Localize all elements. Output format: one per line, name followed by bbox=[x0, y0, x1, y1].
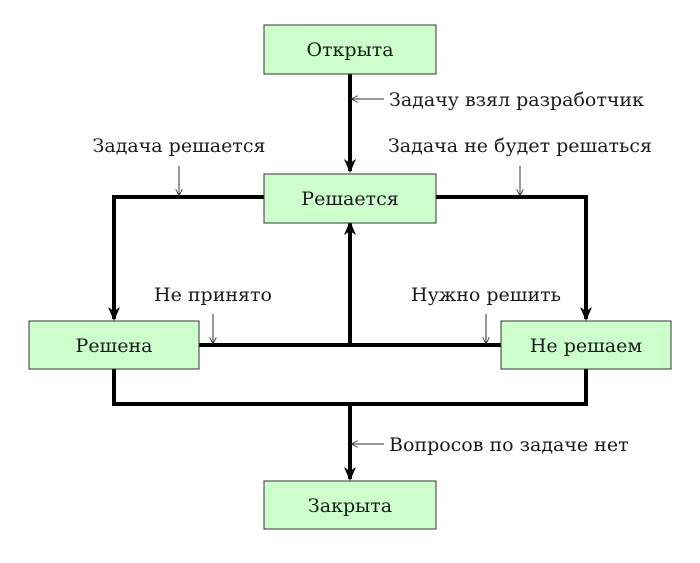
node-closed-box bbox=[263, 480, 437, 530]
edge-resolved-to-closed bbox=[112, 369, 588, 406]
edge-in-progress-to-wont-fix bbox=[436, 195, 592, 321]
node-in-progress: Решается bbox=[263, 173, 437, 224]
node-wont-fix: Не решаем bbox=[500, 320, 672, 370]
node-resolved-label: Решена bbox=[76, 335, 153, 357]
label-no-questions: Вопросов по задаче нет bbox=[389, 434, 629, 456]
node-open: Открыта bbox=[263, 24, 437, 75]
node-resolved: Решена bbox=[28, 320, 200, 370]
node-in-progress-box bbox=[263, 173, 437, 224]
node-open-label: Открыта bbox=[306, 39, 393, 61]
node-open-box bbox=[263, 24, 437, 75]
node-closed: Закрыта bbox=[263, 480, 437, 530]
label-need-to-solve: Нужно решить bbox=[411, 284, 561, 306]
node-in-progress-label: Решается bbox=[301, 188, 398, 210]
node-closed-label: Закрыта bbox=[308, 495, 392, 517]
node-wont-fix-box bbox=[500, 320, 672, 370]
edges bbox=[108, 74, 592, 481]
edge-in-progress-to-resolved bbox=[108, 195, 264, 321]
edge-labels: Задачу взял разработчик Задача решается … bbox=[93, 89, 652, 456]
label-developer-took: Задачу взял разработчик bbox=[389, 89, 644, 111]
label-not-accepted: Не принято bbox=[154, 284, 272, 306]
node-wont-fix-label: Не решаем bbox=[530, 335, 642, 357]
label-pointers bbox=[179, 99, 520, 444]
label-wont-be-solved: Задача не будет решаться bbox=[388, 135, 652, 157]
node-resolved-box bbox=[28, 320, 200, 370]
label-being-solved: Задача решается bbox=[93, 135, 266, 157]
